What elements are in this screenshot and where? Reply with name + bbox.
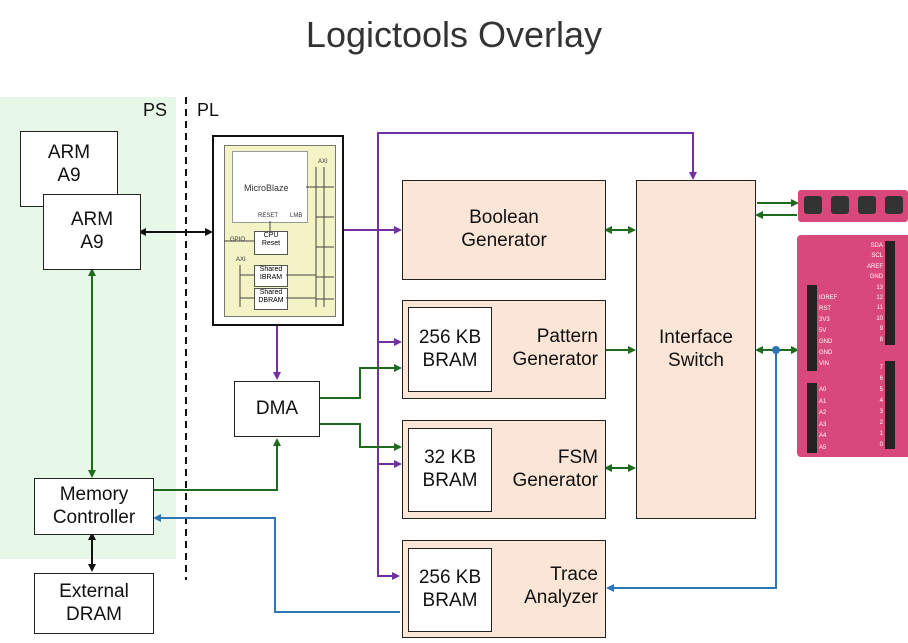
interface-switch: Interface Switch [636, 180, 756, 519]
trace-to-switch-blue [606, 350, 777, 592]
external-dram: External DRAM [34, 573, 154, 634]
pattern-bram-label: 256 KB BRAM [418, 326, 482, 371]
fsm-bram: 32 KB BRAM [408, 428, 492, 512]
memory-controller: Memory Controller [34, 478, 154, 535]
microblaze-gpio: GPIO [230, 237, 246, 243]
microblaze-lmb: LMB [290, 213, 303, 219]
boolean-generator: Boolean Generator [402, 180, 606, 280]
arm-a9-back-label: ARM A9 [47, 142, 91, 186]
header-pin-label: A2 [819, 410, 827, 416]
push-button-icon [804, 196, 822, 214]
header-pin-label: SDA [870, 243, 883, 249]
header-pin-label: A3 [819, 421, 827, 428]
interface-switch-label: Interface Switch [659, 326, 733, 371]
microblaze-axi-left: AXI [236, 257, 246, 263]
header-pin-label: A0 [819, 387, 827, 393]
microblaze-wiring [224, 167, 334, 307]
microblaze-axi-top: AXI [318, 159, 328, 165]
header-pin-label: 9 [879, 326, 883, 333]
header-pin-label: GND [819, 339, 833, 345]
header-pin-label: A1 [819, 398, 827, 405]
cpu-reset-block: CPU Reset [254, 231, 288, 255]
shared-dbram-label: Shared DBRAM [258, 289, 284, 304]
arm-a9-front-label: ARM A9 [70, 209, 114, 253]
dma-to-fsm-link [320, 423, 402, 451]
button-led-strip [798, 190, 908, 222]
header-pins-right-top [885, 241, 895, 345]
memctrl-to-dma-link [153, 438, 281, 491]
header-pin-label: GND [869, 274, 883, 281]
header-pin-label: SCL [871, 253, 883, 260]
fsm-bram-label: 32 KB BRAM [422, 447, 478, 491]
pattern-bram: 256 KB BRAM [408, 307, 492, 392]
header-pin-label: 8 [879, 336, 883, 343]
boolean-generator-label: Boolean Generator [461, 207, 547, 251]
pin-labels-right-mid: 7 6 5 4 3 2 1 0 [857, 363, 883, 451]
header-pin-label: 2 [879, 420, 883, 426]
pin-labels-right-top: SDA SCL AREF GND 13 12 11 10 9 8 [857, 241, 883, 345]
header-pin-label: RST [819, 306, 831, 312]
microblaze-name: MicroBlaze [244, 183, 289, 193]
header-pins-right-mid [885, 361, 895, 449]
external-dram-label: External DRAM [59, 580, 129, 625]
fsm-generator-label: FSM Generator [512, 447, 598, 491]
header-pin-label: 6 [879, 376, 883, 382]
header-pin-label: 0 [879, 442, 883, 448]
header-pin-label: 10 [876, 315, 883, 322]
header-pin-label: A4 [819, 433, 827, 439]
arm-a9-front: ARM A9 [43, 194, 141, 270]
diagram-title: Logictools Overlay [305, 14, 603, 55]
header-pin-label: IOREF [819, 295, 838, 301]
header-pins-left-low [807, 383, 817, 453]
memory-controller-label: Memory Controller [52, 483, 136, 528]
trace-bram: 256 KB BRAM [408, 548, 492, 632]
dma-label: DMA [255, 397, 299, 419]
header-pin-label: 3V3 [819, 317, 830, 323]
purple-bus [343, 229, 400, 580]
pattern-generator-label: Pattern Generator [512, 326, 598, 370]
shared-ibram-label: Shared IBRAM [259, 266, 283, 281]
header-pin-label: VIN [819, 361, 830, 367]
header-pin-label: 4 [879, 398, 883, 404]
cpu-reset-label: CPU Reset [261, 232, 281, 247]
ps-label: PS [143, 100, 168, 120]
header-pin-label: A5 [819, 444, 827, 451]
pin-labels-left-mid: IOREF RST 3V3 5V GND GND VIN [819, 293, 849, 370]
header-pin-label: 1 [879, 431, 883, 437]
header-pin-label: 5 [879, 387, 883, 393]
header-pins-left-mid [807, 285, 817, 371]
header-pin-label: AREF [866, 263, 883, 270]
header-pin-label: 7 [879, 365, 883, 371]
header-pin-label: 11 [876, 305, 883, 312]
microblaze-subsystem: MicroBlaze RESET LMB AXI GPIO CPU Reset … [212, 135, 344, 326]
shared-ibram-block: Shared IBRAM [254, 265, 288, 287]
header-pin-label: 13 [876, 284, 883, 291]
dma-block: DMA [234, 381, 320, 437]
header-pin-label: GND [819, 350, 833, 356]
trace-bram-label: 256 KB BRAM [418, 567, 482, 611]
push-button-icon [858, 196, 876, 214]
trace-to-memctrl-blue [153, 514, 400, 613]
push-button-icon [831, 196, 849, 214]
pl-label: PL [197, 100, 220, 120]
microblaze-core [232, 151, 308, 223]
dma-to-pattern-link [320, 364, 402, 399]
shared-dbram-block: Shared DBRAM [254, 288, 288, 310]
header-pin-label: 5V [819, 328, 827, 334]
header-pin-label: 3 [879, 409, 883, 415]
purple-bus-top [377, 132, 697, 230]
header-pin-label: 12 [876, 294, 883, 301]
trace-analyzer-label: Trace Analyzer [524, 564, 598, 608]
blue-junction [772, 346, 780, 354]
microblaze-reset: RESET [258, 213, 279, 219]
push-button-icon [885, 196, 903, 214]
